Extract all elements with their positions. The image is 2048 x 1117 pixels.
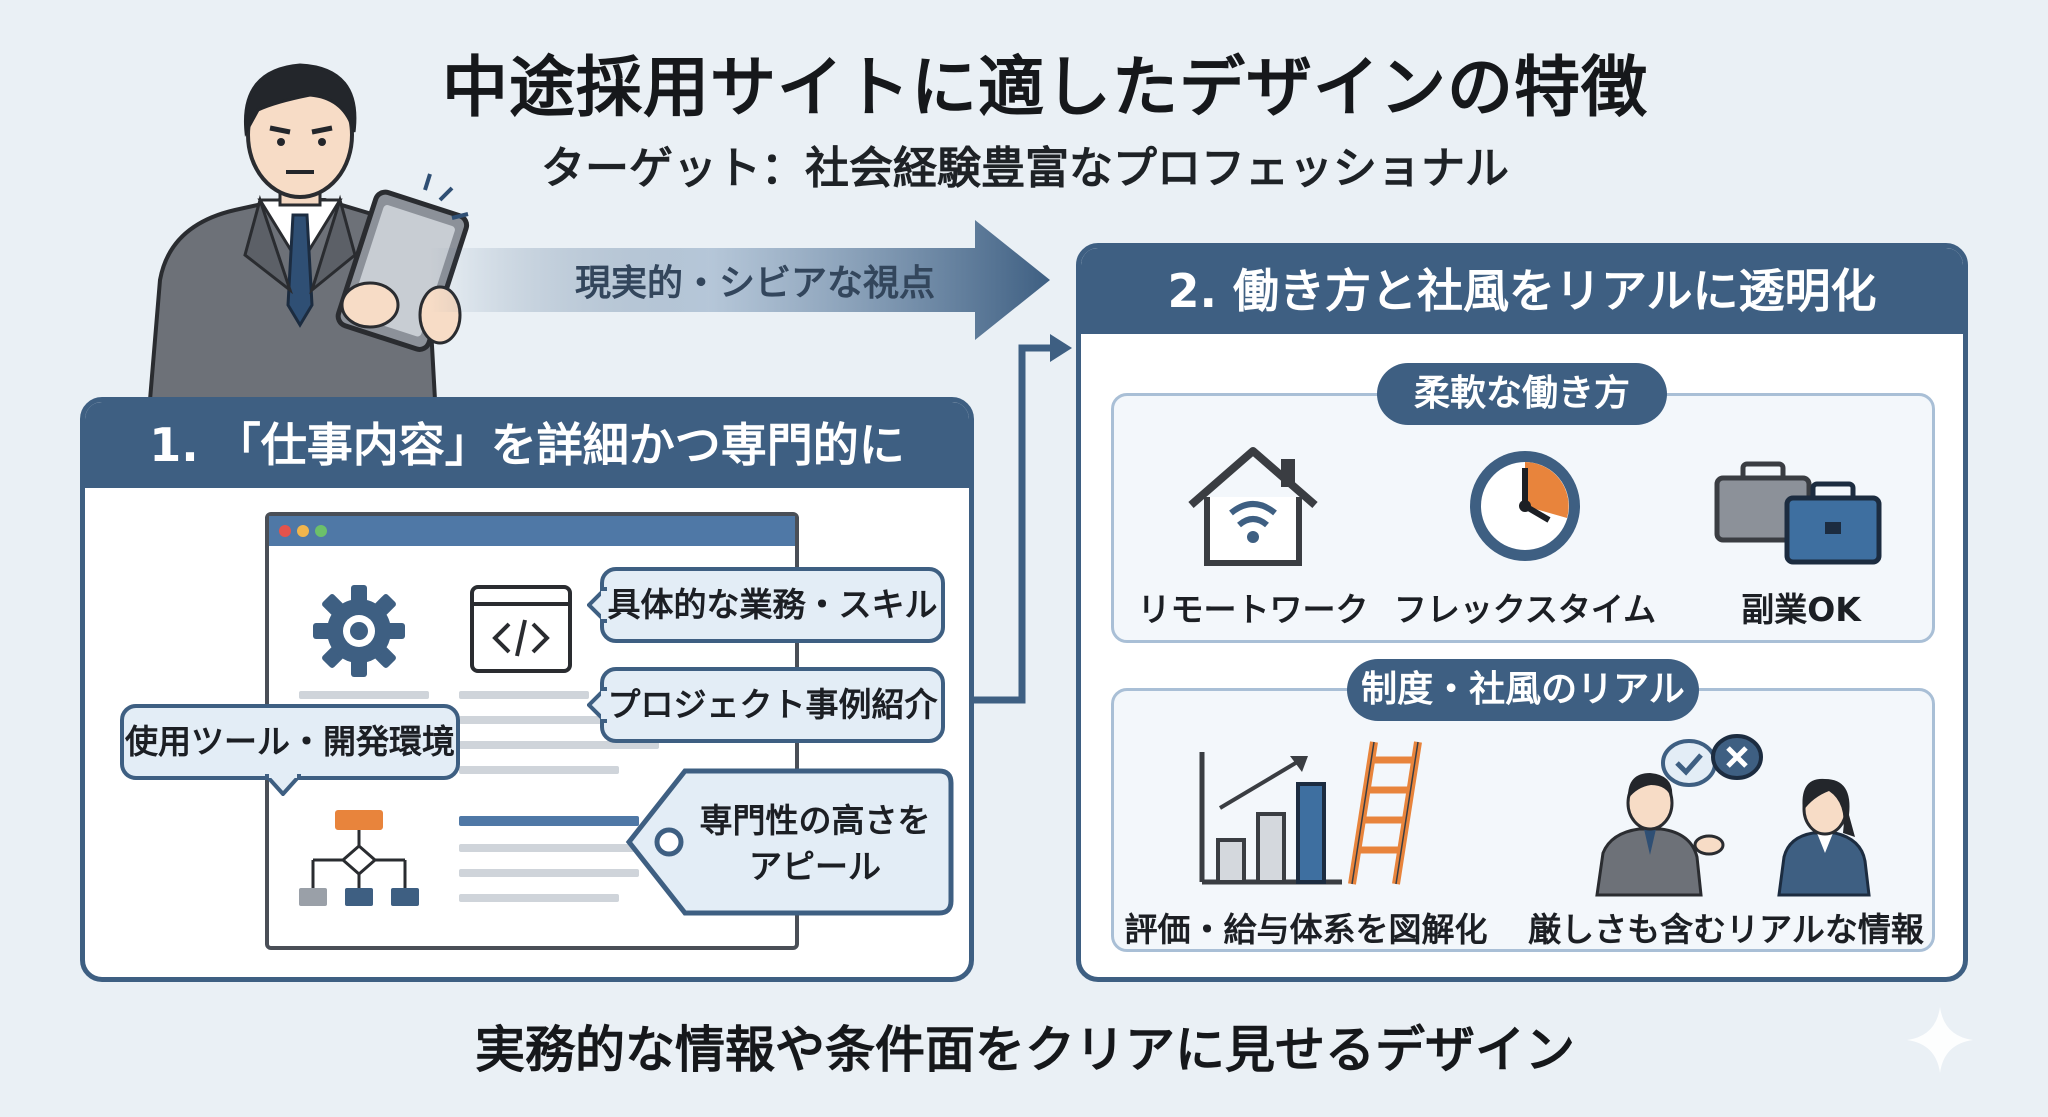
flextime-label: フレックスタイム: [1393, 590, 1657, 629]
tag-shape: [625, 768, 954, 916]
flowchart-icon: [299, 810, 419, 906]
callout-pointer: [587, 587, 607, 623]
gear-icon: [313, 585, 405, 677]
house-wifi-icon: [1188, 447, 1318, 566]
browser-bar: [269, 516, 795, 546]
callout-project-cases: プロジェクト事例紹介: [600, 667, 945, 743]
businessman-with-tablet-illustration: [147, 63, 470, 400]
content-line: [459, 741, 659, 749]
content-line: [459, 766, 619, 774]
remote-work-label: リモートワーク: [1137, 590, 1369, 629]
arrow-label: 現実的・シビアな視点: [574, 263, 935, 304]
window-dot-red: [279, 525, 291, 537]
highlight-line: [459, 816, 639, 826]
section1-heading: 1. 「仕事内容」を詳細かつ専門的に: [85, 402, 969, 488]
callout-pointer: [265, 774, 301, 796]
callout-tools-environment: 使用ツール・開発環境: [120, 704, 460, 780]
section1-panel: 1. 「仕事内容」を詳細かつ専門的に: [80, 397, 974, 982]
consultation-people-icon: [1595, 734, 1871, 897]
content-line: [459, 894, 619, 902]
culture-pill: 制度・社風のリアル: [1347, 659, 1699, 721]
callout-pointer: [587, 687, 607, 723]
page-title: 中途採用サイトに適したデザインの特徴: [442, 49, 1648, 126]
section2-heading: 2. 働き方と社風をリアルに透明化: [1081, 248, 1963, 334]
ladder-icon: [1348, 741, 1422, 885]
sparkle-icon: [1907, 1007, 1973, 1073]
content-line: [299, 691, 429, 699]
window-dot-yellow: [297, 525, 309, 537]
page-subtitle: ターゲット：社会経験豊富なプロフェッショナル: [541, 143, 1509, 194]
content-line: [459, 716, 639, 724]
realistic-info-label: 厳しさも含むリアルな情報: [1528, 910, 1924, 949]
code-window-icon: [470, 585, 572, 673]
tag-expertise-line2: アピール: [749, 847, 881, 886]
clock-icon: [1470, 451, 1580, 561]
callout-specific-skills: 具体的な業務・スキル: [600, 567, 945, 643]
content-line: [459, 844, 639, 852]
content-line: [459, 869, 639, 877]
perspective-arrow: [430, 220, 1050, 340]
evaluation-label: 評価・給与体系を図解化: [1124, 910, 1488, 949]
connector-arrow: [960, 334, 1072, 704]
bar-chart-icon: [1199, 752, 1342, 885]
footer-tagline: 実務的な情報や条件面をクリアに見せるデザイン: [475, 1021, 1575, 1079]
briefcase-icon: [1714, 461, 1882, 565]
section2-panel: 2. 働き方と社風をリアルに透明化 柔軟な働き方 リモートワーク フレックスタイ…: [1076, 243, 1968, 982]
flexible-work-pill: 柔軟な働き方: [1377, 363, 1667, 425]
culture-box: [1111, 688, 1935, 952]
tag-expertise-line1: 専門性の高さを: [699, 801, 931, 840]
window-dot-green: [315, 525, 327, 537]
content-line: [459, 691, 589, 699]
side-job-label: 副業OK: [1741, 590, 1861, 629]
